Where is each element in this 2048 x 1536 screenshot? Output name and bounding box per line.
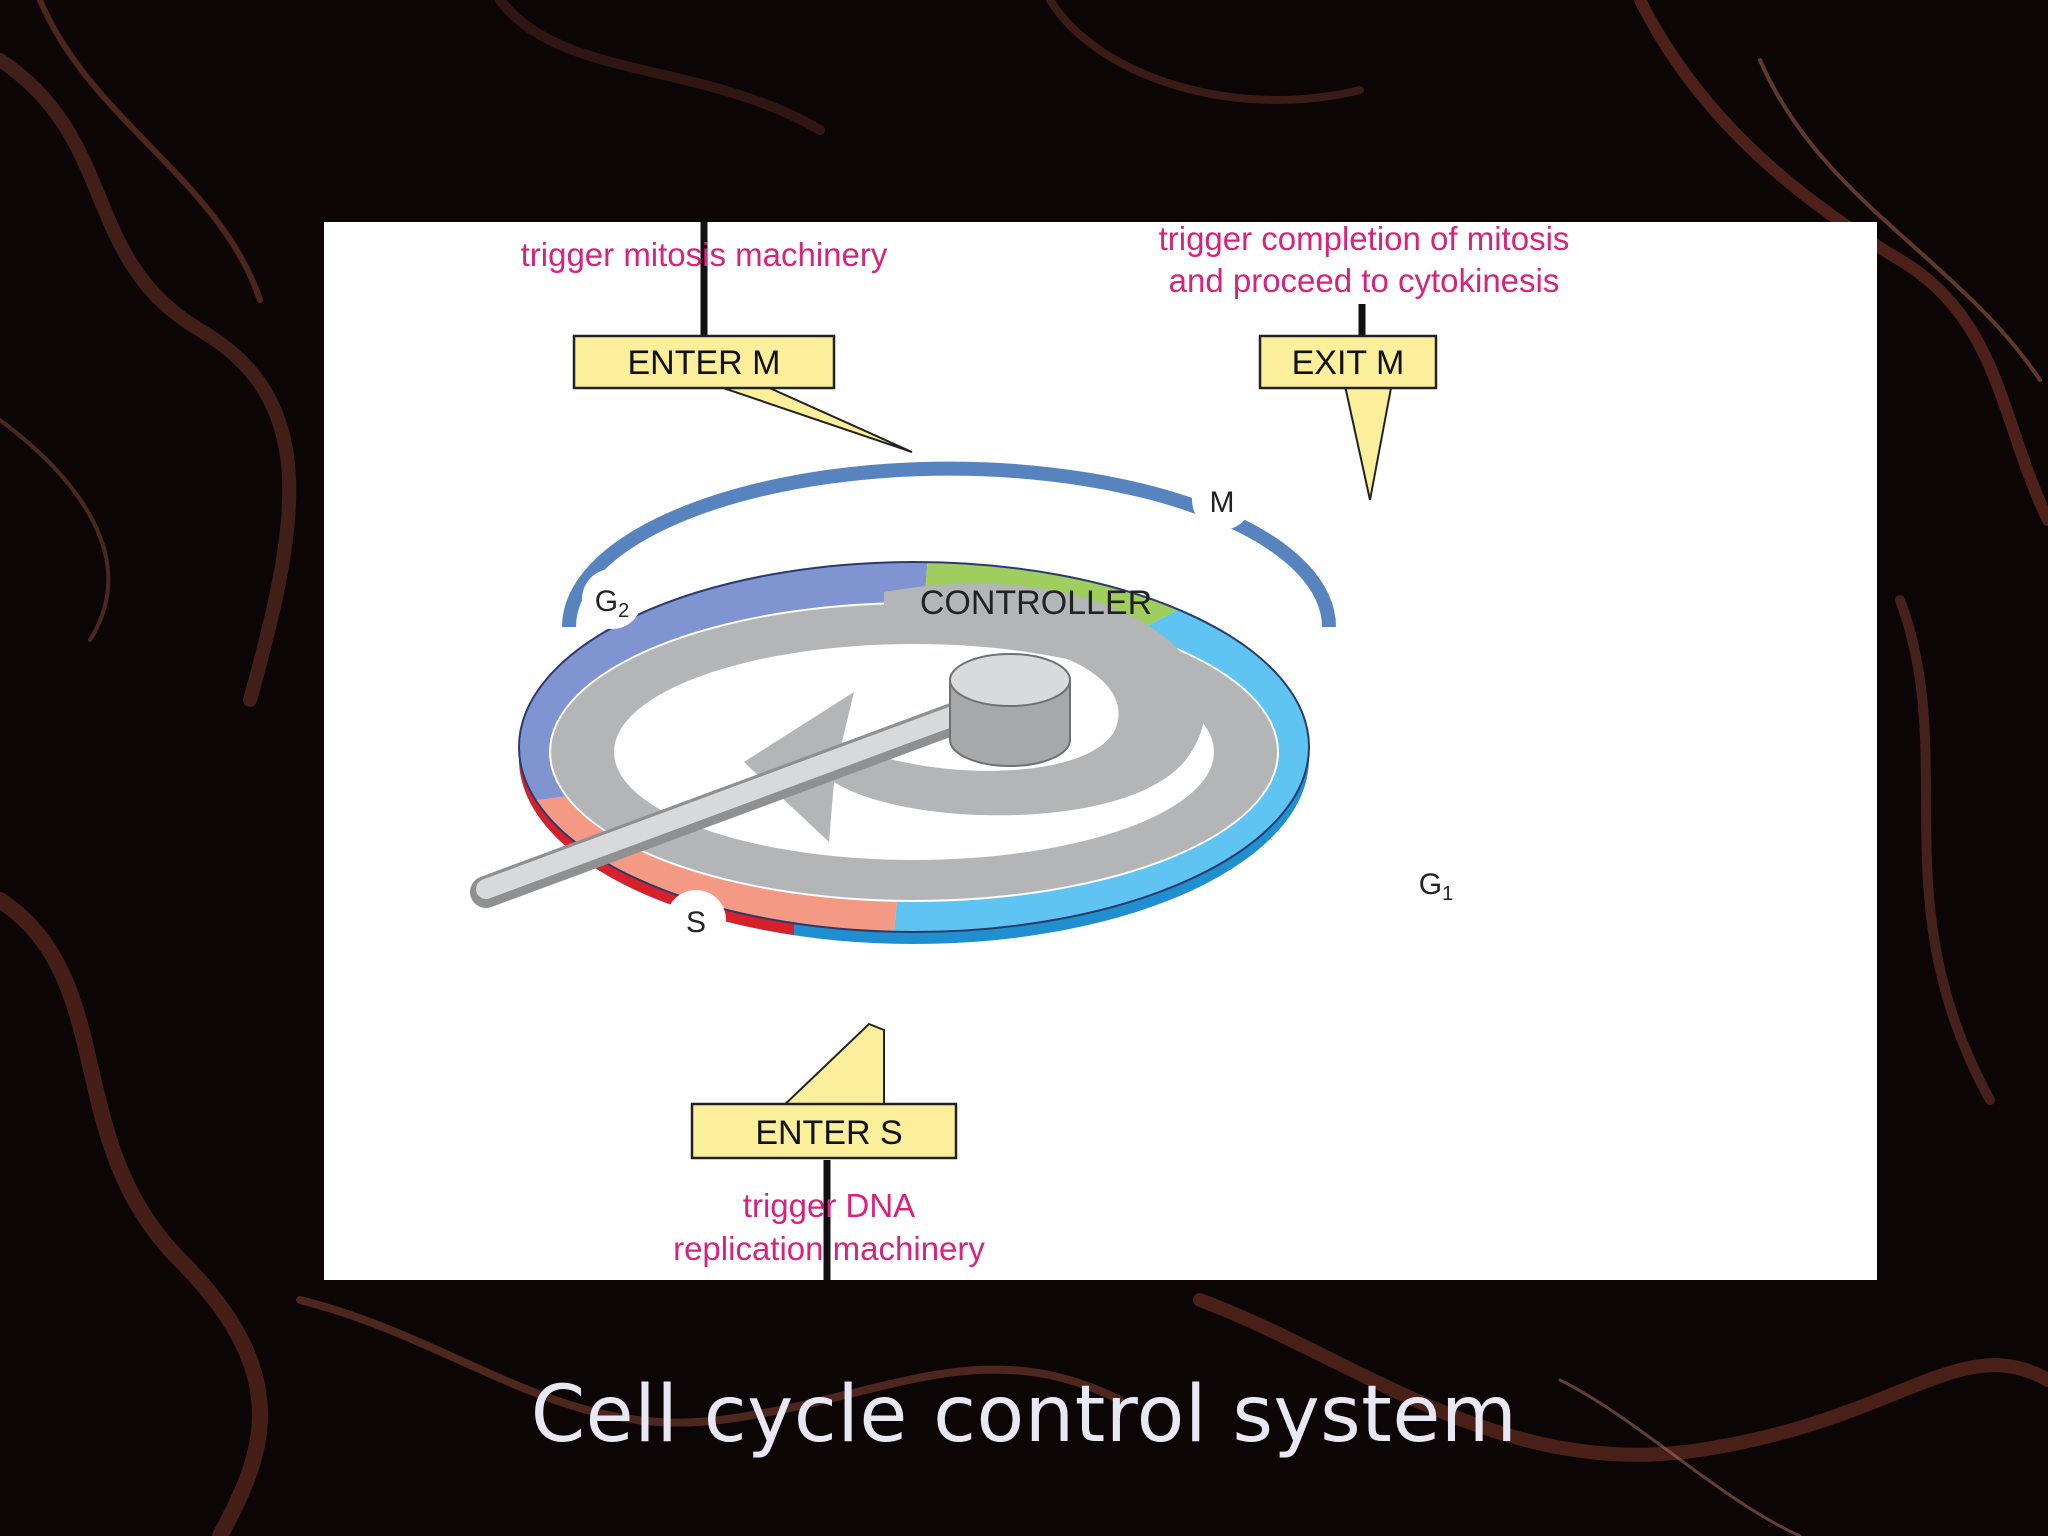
exit-m-label: EXIT M: [1292, 344, 1405, 382]
phase-s-label: S: [666, 890, 726, 950]
cell-cycle-diagram: CONTROLLER G2 M G1 S ENTER M trigger mit…: [470, 222, 1570, 1280]
svg-text:M: M: [1210, 486, 1235, 519]
exit-m-trigger-line-2: and proceed to cytokinesis: [1169, 262, 1560, 299]
phase-m-label: M: [1192, 470, 1252, 530]
svg-text:G1: G1: [1419, 868, 1453, 905]
phase-g2-label: G2: [582, 569, 642, 629]
exit-m-box: [1258, 334, 1438, 390]
phase-g1-sector: [854, 562, 1309, 932]
phase-g1-label: G1: [1406, 852, 1466, 912]
slide-caption: Cell cycle control system: [530, 1370, 1518, 1460]
svg-text:S: S: [686, 906, 706, 939]
enter-s-box: [690, 1102, 958, 1160]
enter-s-trigger-line-1: trigger DNA: [743, 1187, 915, 1224]
enter-s-trigger-line-2: replication machinery: [673, 1230, 985, 1267]
enter-m-trigger: trigger mitosis machinery: [521, 236, 888, 273]
svg-text:G2: G2: [595, 585, 629, 622]
exit-m-pointer: [1340, 371, 1396, 501]
rotation-arrow: [744, 583, 1205, 842]
controller-label: CONTROLLER: [920, 584, 1152, 622]
exit-m-trigger-line-1: trigger completion of mitosis: [1159, 222, 1570, 257]
enter-m-label: ENTER M: [628, 344, 781, 382]
controller-knob: [949, 653, 1071, 767]
enter-s-pointer: [776, 1022, 885, 1111]
diagram-panel: CONTROLLER G2 M G1 S ENTER M trigger mit…: [324, 222, 1877, 1280]
enter-m-box: [572, 334, 836, 390]
enter-s-label: ENTER S: [755, 1114, 902, 1152]
